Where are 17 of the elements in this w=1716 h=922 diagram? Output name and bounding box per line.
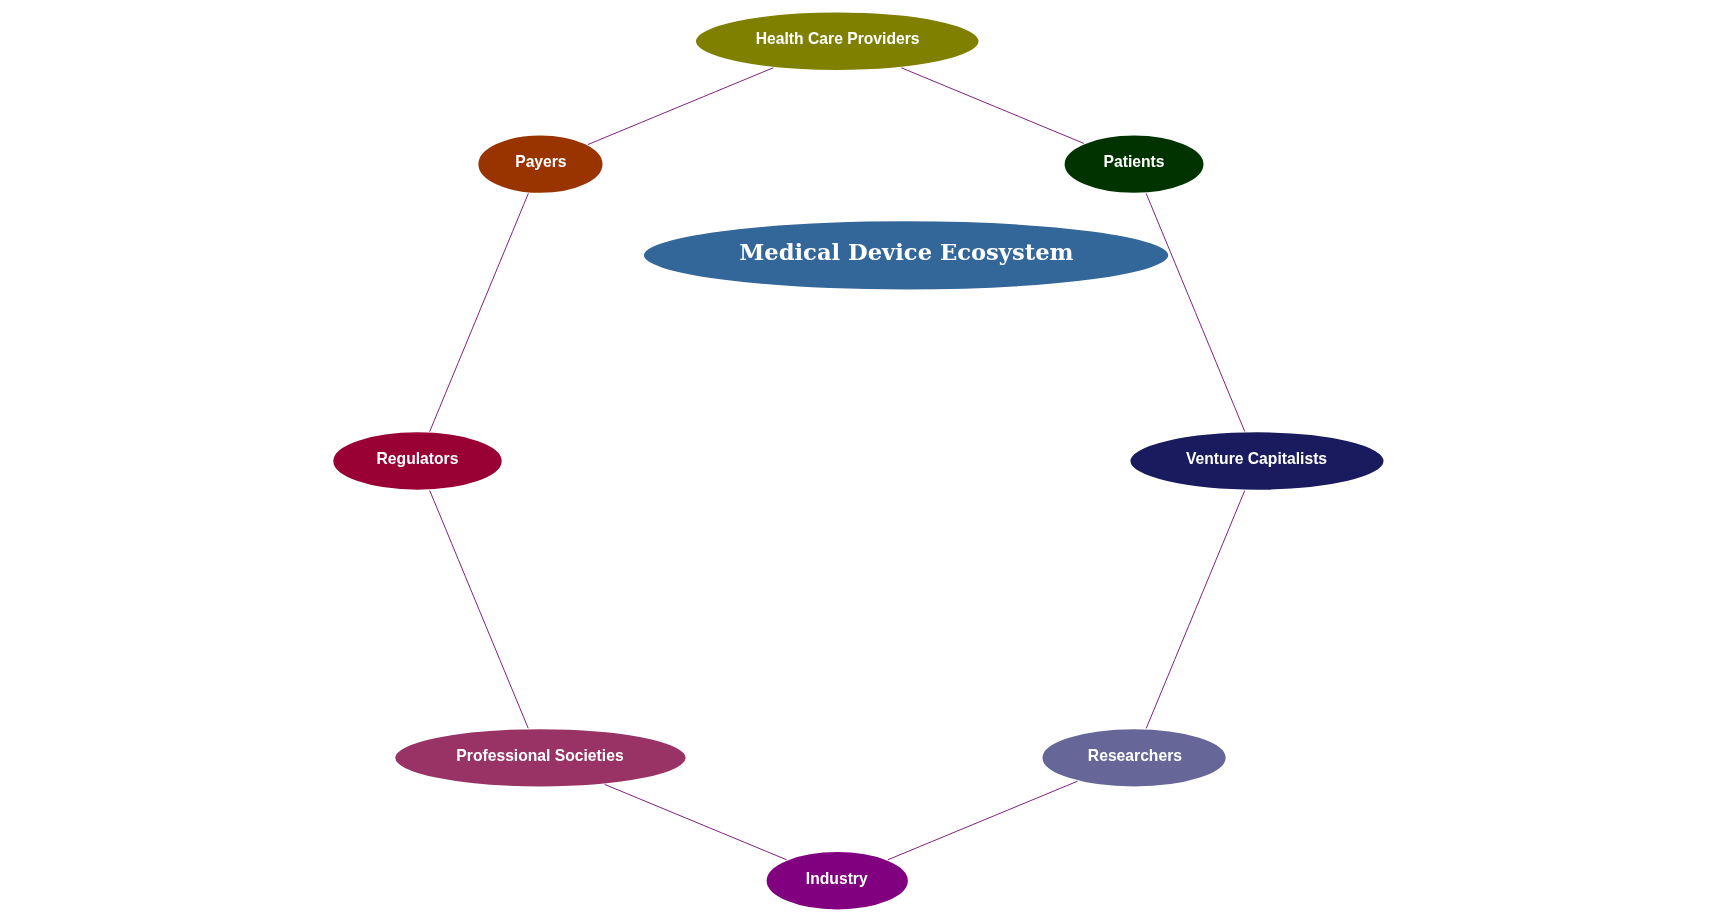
node-ellipse: Regulators [331,430,503,492]
connector [886,780,1078,861]
connector [900,67,1084,144]
connector [1145,490,1245,729]
node-ellipse: Venture Capitalists [1128,430,1385,492]
connector [586,67,774,145]
node-ellipse: Health Care Providers [693,10,980,72]
node-ellipse: Patients [1062,133,1205,195]
node-ellipse: Industry [764,850,910,912]
node-ellipse: Medical Device Ecosystem [641,219,1170,292]
connector [428,490,529,729]
connector [1145,193,1245,432]
connector [428,192,529,433]
node-ellipse: Professional Societies [393,727,687,789]
node-ellipse: Payers [476,133,604,195]
node-ellipse: Researchers [1040,727,1227,789]
connector [603,783,787,861]
